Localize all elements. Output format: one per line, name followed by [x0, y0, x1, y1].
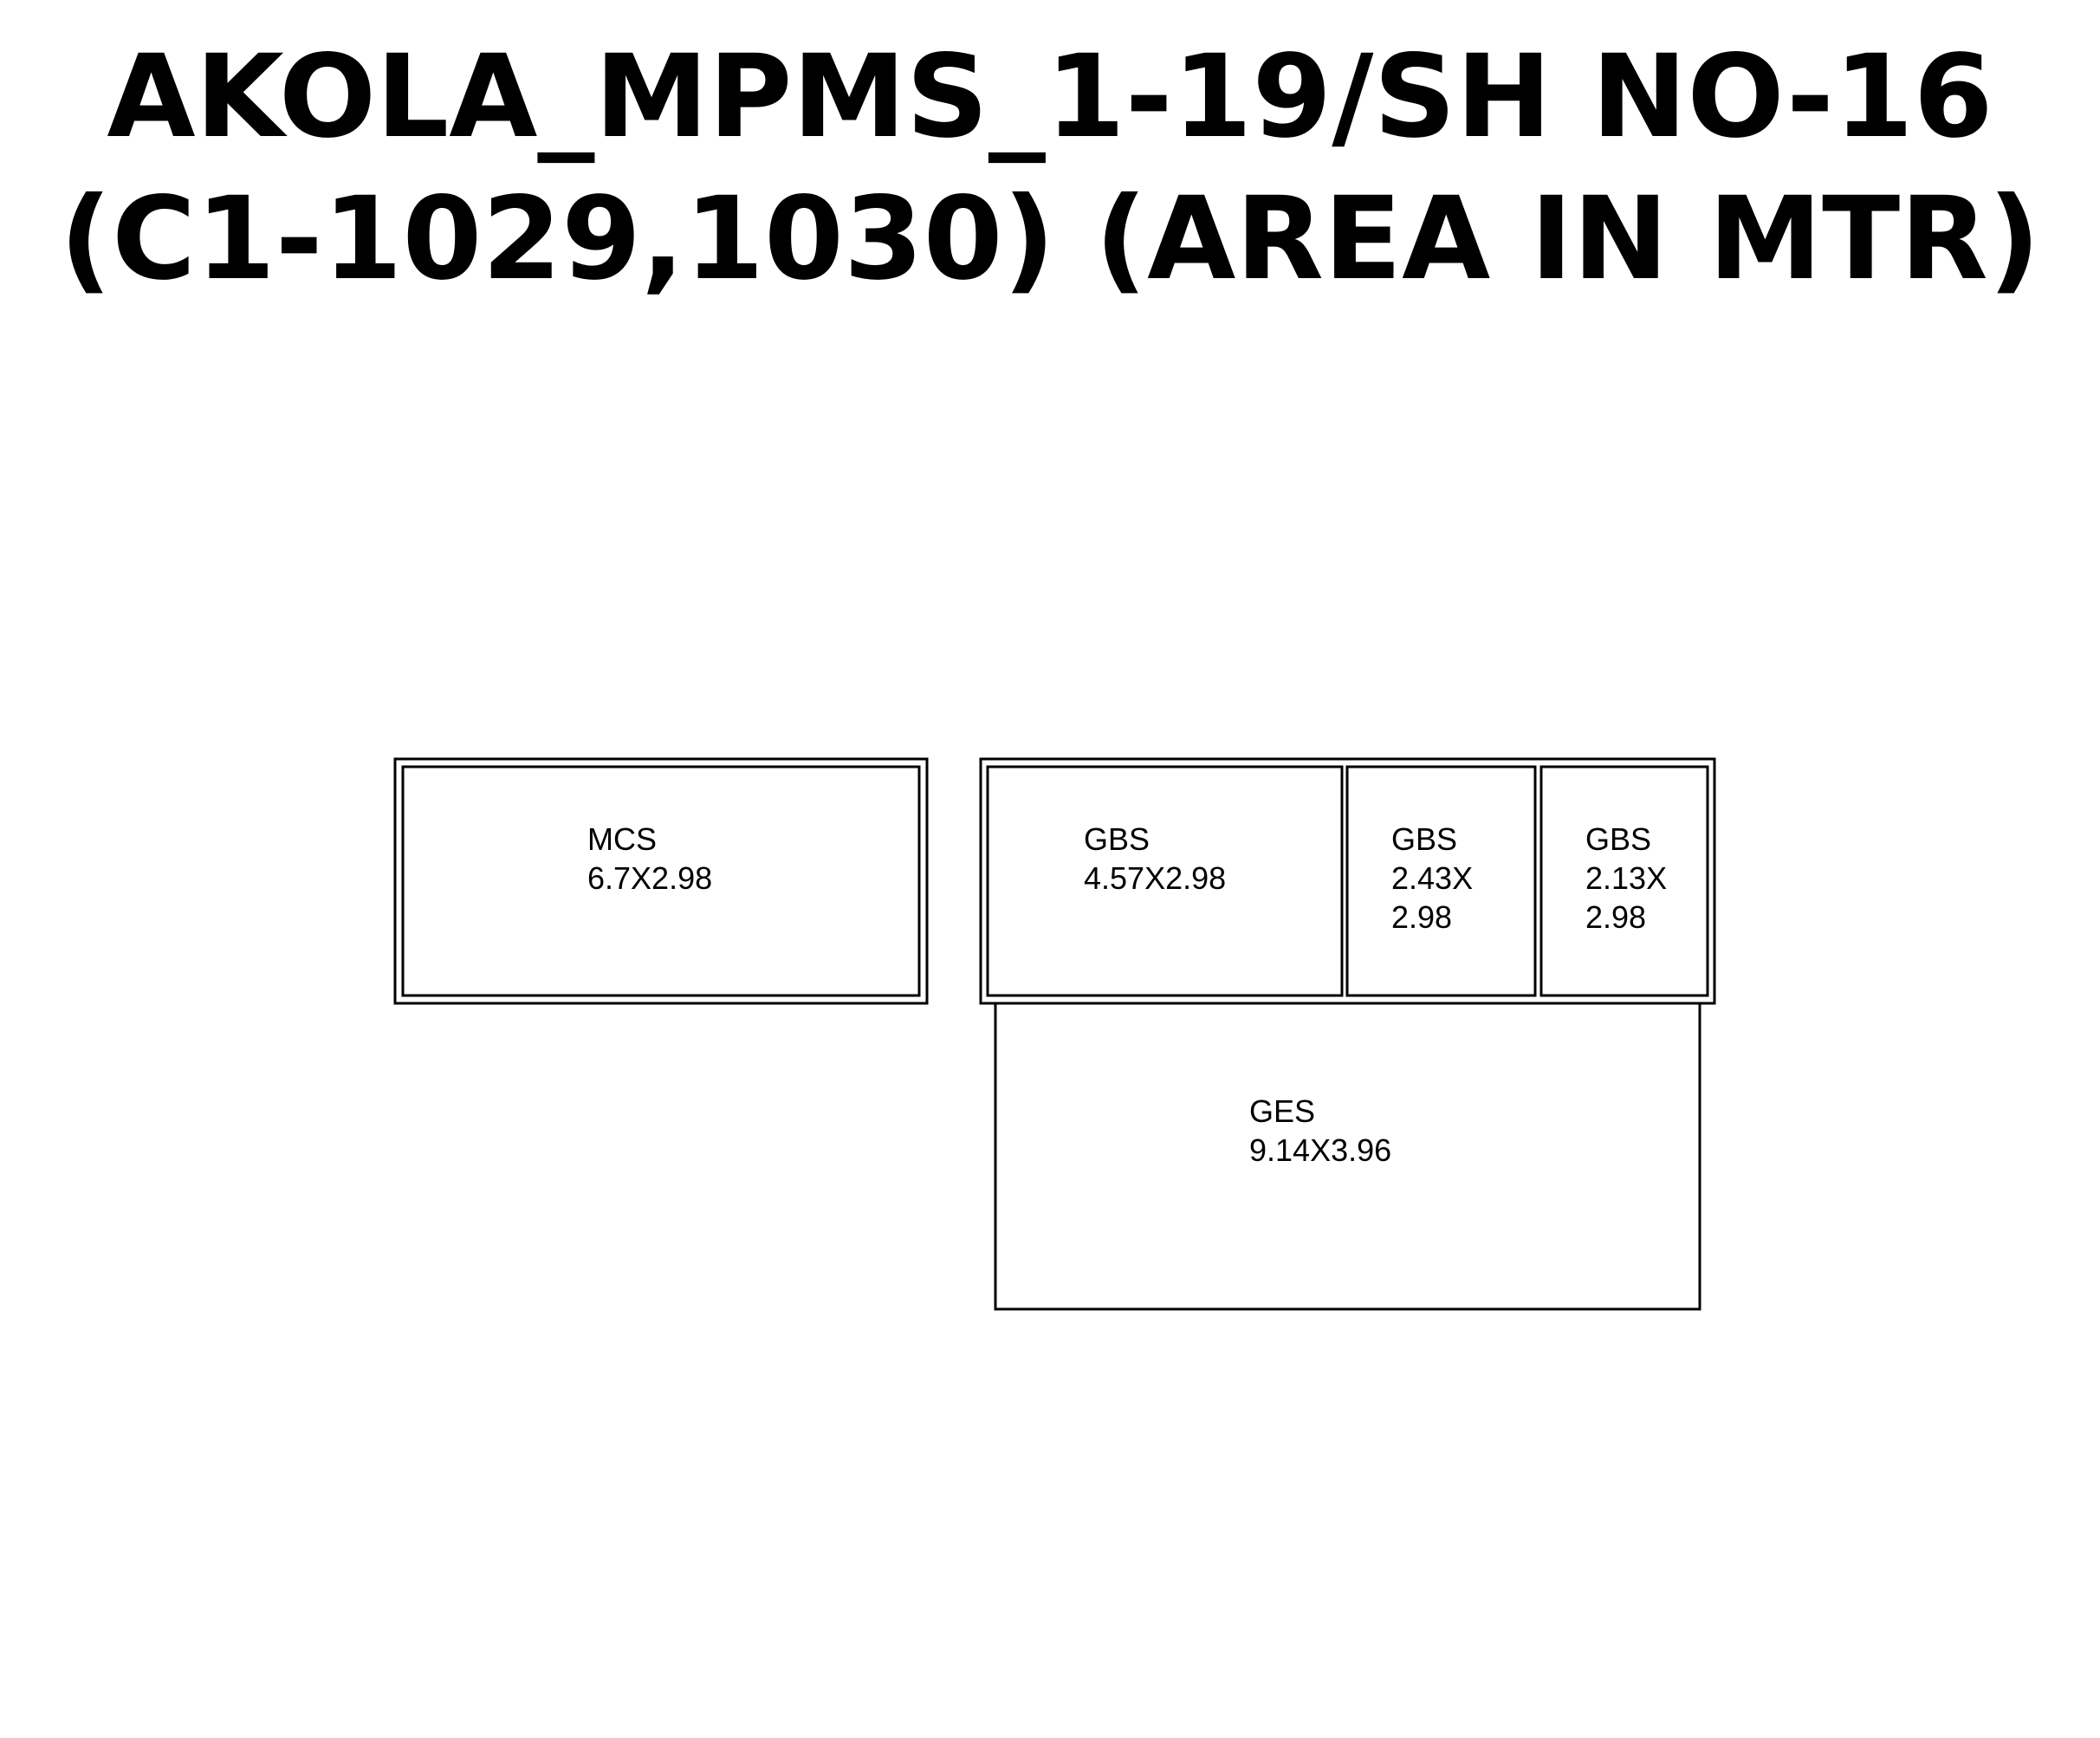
- room-gbs-1-border: [986, 765, 1344, 997]
- room-mcs-outer-border: [393, 757, 929, 1005]
- room-mcs-outline: [393, 757, 929, 1005]
- room-mcs-inner-border: [401, 765, 921, 997]
- drawing-title: AKOLA_MPMS_1-19/SH NO-16 (C1-1029,1030) …: [0, 26, 2100, 310]
- room-gbs-1-name: GBS: [1084, 821, 1150, 857]
- room-gbs-2-label: GBS 2.43X 2.98: [1391, 820, 1473, 937]
- room-mcs-name: MCS: [587, 821, 657, 857]
- room-ges-dims: 9.14X3.96: [1249, 1132, 1392, 1168]
- room-gbs-3-dims-1: 2.13X: [1585, 860, 1668, 896]
- title-line-2: (C1-1029,1030) (AREA IN MTR): [59, 172, 2041, 306]
- room-gbs-1-dims: 4.57X2.98: [1084, 860, 1227, 896]
- room-mcs-dims: 6.7X2.98: [587, 860, 713, 896]
- room-mcs-label: MCS 6.7X2.98: [587, 820, 712, 898]
- room-gbs-2-name: GBS: [1391, 821, 1458, 857]
- room-gbs-3-label: GBS 2.13X 2.98: [1585, 820, 1667, 937]
- room-gbs-2-dims-1: 2.43X: [1391, 860, 1474, 896]
- room-gbs-2-dims-2: 2.98: [1391, 899, 1453, 935]
- room-ges-label: GES 9.14X3.96: [1249, 1092, 1391, 1170]
- room-gbs-1-label: GBS 4.57X2.98: [1084, 820, 1226, 898]
- room-gbs-3-border: [1539, 765, 1709, 997]
- room-gbs-3-dims-2: 2.98: [1585, 899, 1647, 935]
- room-gbs-3-name: GBS: [1585, 821, 1652, 857]
- room-gbs-2-border: [1345, 765, 1537, 997]
- title-line-1: AKOLA_MPMS_1-19/SH NO-16: [107, 30, 1993, 164]
- room-ges-border: [994, 1002, 1701, 1311]
- room-ges-name: GES: [1249, 1093, 1316, 1129]
